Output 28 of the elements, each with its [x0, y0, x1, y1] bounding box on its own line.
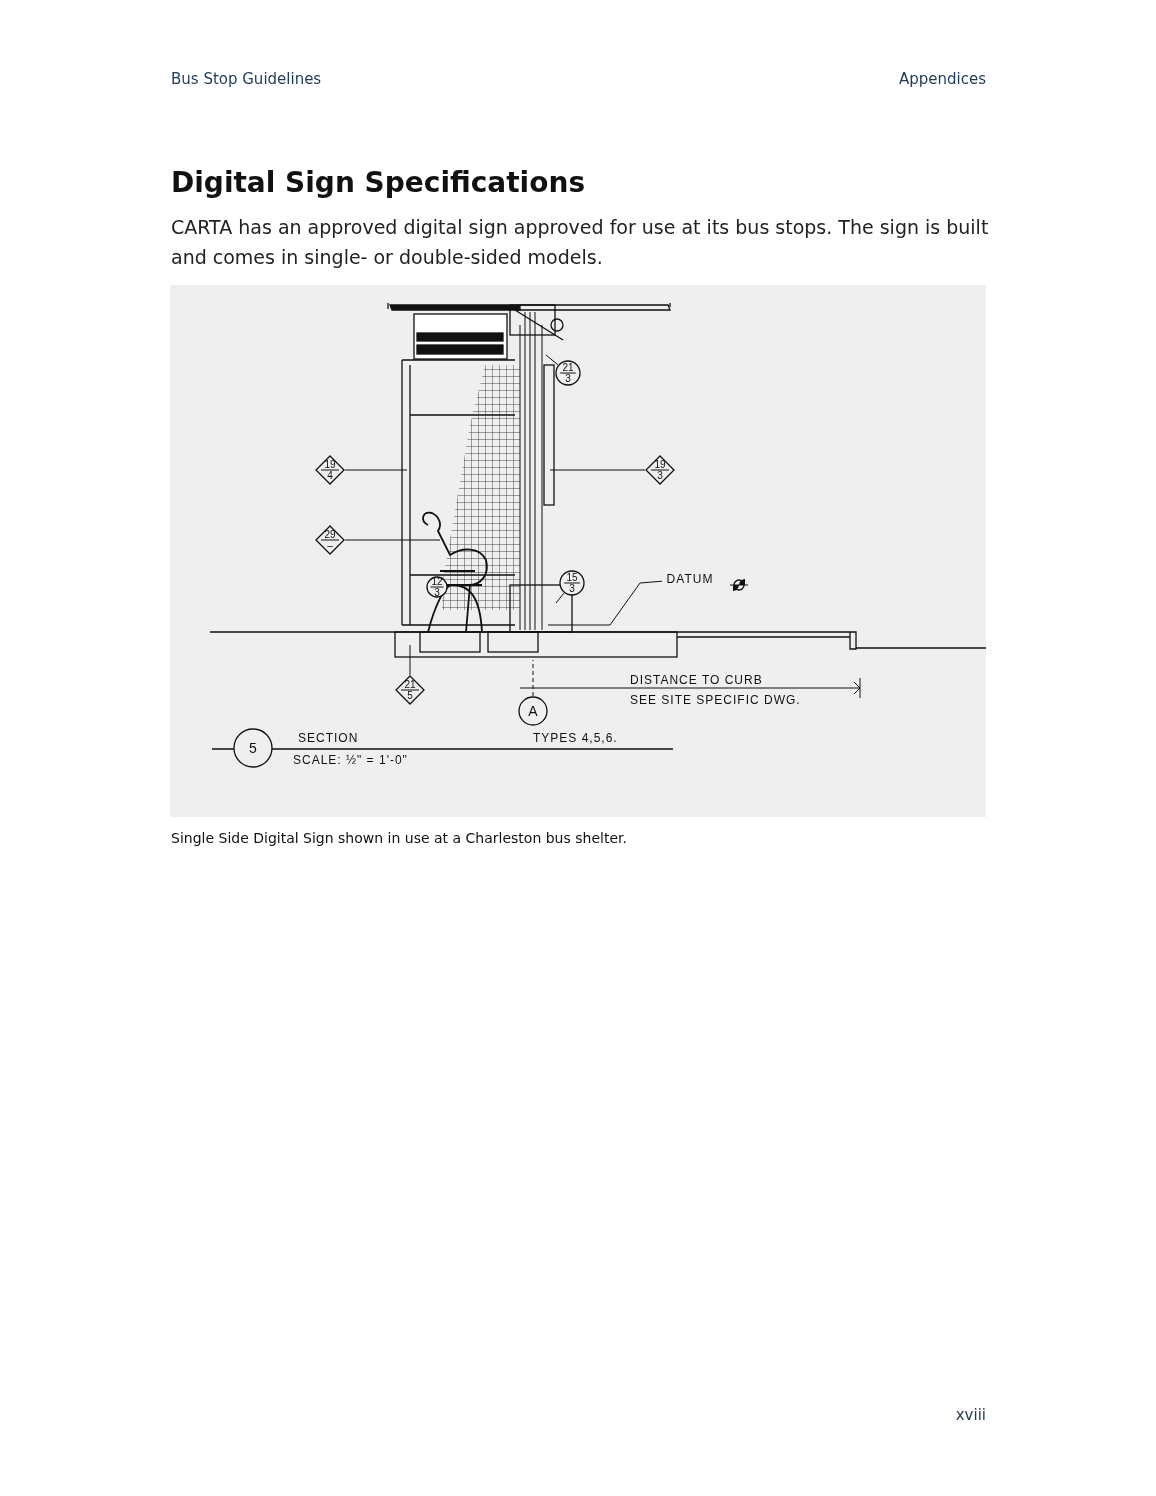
- callout-circle: 21 3: [555, 360, 581, 386]
- view-title: SECTION: [298, 731, 359, 745]
- body-paragraph: CARTA has an approved digital sign approved for use at its bus stops. The sign is built and comes in single- or double-sided models.: [171, 215, 990, 270]
- page-title: Digital Sign Specifications: [171, 166, 586, 199]
- note-text: TYPES 4,5,6.: [533, 731, 618, 745]
- callout-circle: 5: [233, 728, 273, 768]
- detail-callout-diamond: 19 3: [645, 455, 675, 485]
- scale-note: SCALE: ½" = 1'-0": [293, 753, 408, 767]
- leader-line: [545, 354, 559, 366]
- figure-caption: Single Side Digital Sign shown in use at a Charleston bus shelter.: [171, 830, 627, 846]
- callout-circle: A: [518, 696, 548, 726]
- datum-label: DATUM: [662, 571, 718, 587]
- note-text: SEE SITE SPECIFIC DWG.: [630, 693, 801, 707]
- leader-line: [547, 580, 663, 626]
- callout-circle: 15 3: [559, 570, 585, 596]
- leader-line: [344, 469, 408, 471]
- leader-line: [344, 539, 441, 541]
- dimension-label: DISTANCE TO CURB: [630, 673, 763, 687]
- leader-line: [555, 592, 565, 604]
- leader-line: [409, 644, 411, 676]
- leader-line: [549, 469, 646, 471]
- leader-line: [532, 659, 534, 697]
- detail-callout-diamond: 19 4: [315, 455, 345, 485]
- detail-callout-diamond: 29 –: [315, 525, 345, 555]
- running-header: Appendices: [898, 70, 986, 88]
- running-header: Bus Stop Guidelines: [171, 70, 322, 88]
- page-number: xviii: [955, 1406, 986, 1424]
- detail-callout-diamond: 21 5: [395, 675, 425, 705]
